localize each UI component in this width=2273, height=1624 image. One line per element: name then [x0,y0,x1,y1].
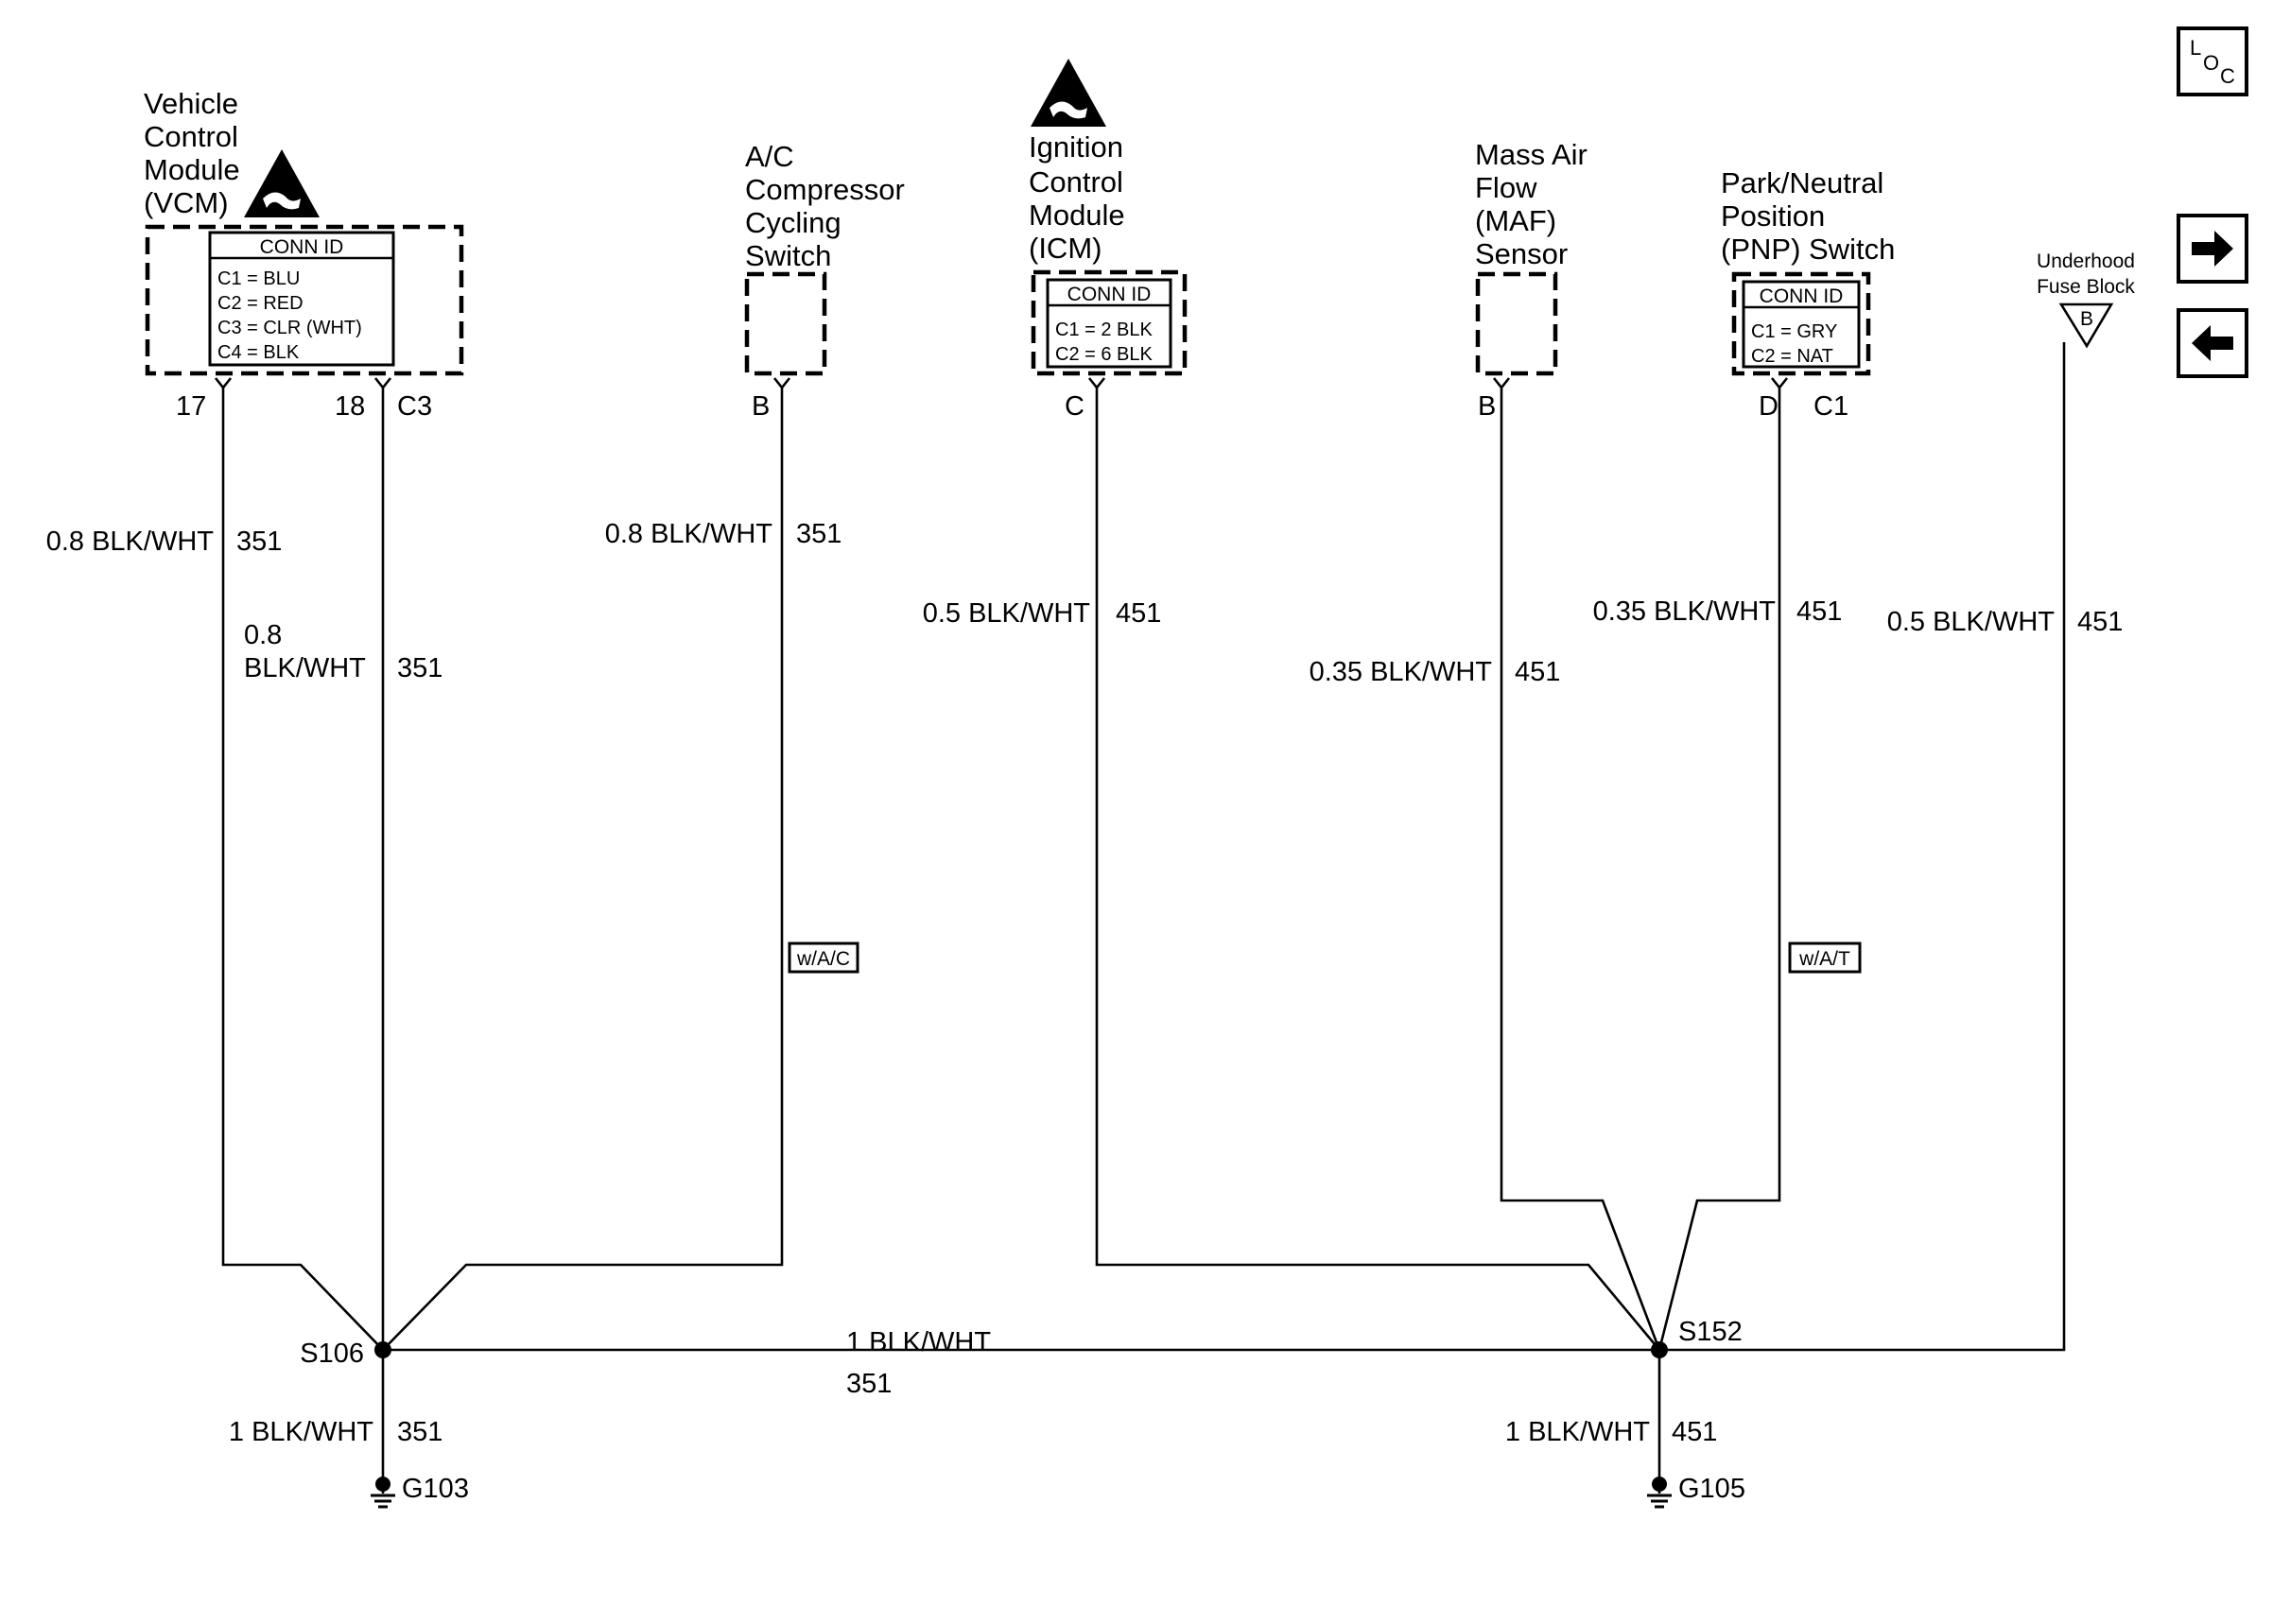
splice-s106-label: S106 [300,1339,364,1369]
wire-labels: 0.8 BLK/WHT 351 0.8 BLK/WHT 351 0.8 BLK/… [46,519,2124,1447]
wire-color: BLK/WHT [244,653,366,683]
vcm-component: Vehicle Control Module (VCM) CONN ID C1 … [144,87,464,422]
esd-warning-icon [244,149,320,217]
fuse-block-terminal-b: B [2080,308,2093,330]
pnp-component: Park/Neutral Position (PNP) Switch CONN … [1721,166,1895,422]
wire-circuit: 351 [236,527,282,557]
vcm-pin-17: 17 [176,391,206,422]
wire-gauge-color: 0.8 BLK/WHT [605,519,773,549]
icm-name-line1: Ignition [1029,130,1123,164]
splice-s152-label: S152 [1678,1317,1743,1347]
pnp-conn-row: C2 = NAT [1751,346,1833,367]
wire-circuit: 351 [397,653,442,683]
wire-circuit: 351 [796,519,842,549]
ac-pin-b: B [752,391,770,422]
maf-name-line2: Flow [1475,171,1537,204]
splice-s152: S152 [1651,1317,1743,1358]
bus-circuit: 351 [846,1369,892,1399]
wire-gauge-color: 0.5 BLK/WHT [1887,607,2056,637]
vcm-name-line3: Module [144,153,240,186]
ac-switch-component: A/C Compressor Cycling Switch B [744,140,905,422]
loc-letter: O [2203,51,2219,75]
wire-circuit: 351 [397,1417,442,1447]
location-icon: L O C [2190,36,2235,88]
pnp-name-line1: Park/Neutral [1721,166,1883,199]
bus-gauge-color: 1 BLK/WHT [846,1327,991,1357]
vcm-name-line1: Vehicle [144,87,238,120]
fuse-block-name-line1: Underhood [2037,251,2135,272]
pnp-name-line2: Position [1721,199,1825,233]
wire-gauge-color: 1 BLK/WHT [229,1417,373,1447]
icm-component: Ignition Control Module (ICM) CONN ID C1… [1029,59,1188,422]
ac-name-line3: Cycling [745,206,842,239]
fuse-block-name-line2: Fuse Block [2037,276,2135,298]
previous-page-button[interactable] [2177,308,2248,378]
ground-g105-label: G105 [1678,1474,1745,1504]
maf-name-line3: (MAF) [1475,204,1556,237]
wire-gauge-color: 1 BLK/WHT [1505,1417,1650,1447]
arrow-left-icon [2192,325,2233,361]
icm-name-line2: Control [1029,165,1123,199]
ground-g103: G103 [371,1474,469,1509]
vcm-conn-row: C1 = BLU [217,268,300,289]
pnp-conn-id-header: CONN ID [1760,285,1844,307]
arrow-right-icon [2192,231,2233,267]
ac-name-line2: Compressor [745,173,905,206]
ac-name-line4: Switch [745,239,831,272]
ground-icon [1647,1477,1672,1509]
option-tag-ac-label: w/A/C [796,948,850,970]
pnp-name-line3: (PNP) Switch [1721,233,1895,266]
wire-gauge-color: 0.8 BLK/WHT [46,527,215,557]
pin-fork-marks [214,377,1789,390]
ground-g103-label: G103 [402,1474,469,1504]
ground-g105: G105 [1647,1474,1745,1509]
wire-circuit: 451 [1116,598,1161,629]
wire-gauge-color: 0.35 BLK/WHT [1310,657,1493,687]
option-tag-at-label: w/A/T [1798,948,1850,970]
icm-conn-id-header: CONN ID [1067,284,1152,305]
maf-name-line4: Sensor [1475,237,1568,270]
wire-circuit: 451 [2077,607,2123,637]
vcm-conn-row: C3 = CLR (WHT) [217,318,362,338]
vcm-conn-id-header: CONN ID [260,236,344,258]
maf-pin-b: B [1478,391,1496,422]
wire-gauge-color: 0.35 BLK/WHT [1593,596,1777,627]
pnp-conn-row: C1 = GRY [1751,321,1837,342]
loc-letter: C [2220,64,2235,88]
vcm-name-line4: (VCM) [144,186,229,219]
wire-gauge: 0.8 [244,620,282,650]
wire-gauge-color: 0.5 BLK/WHT [923,598,1091,629]
pnp-connector-c1: C1 [1813,391,1848,422]
icm-pin-c: C [1065,391,1084,422]
maf-name-line1: Mass Air [1475,138,1588,171]
option-tag-ac: w/A/C [788,942,859,974]
icm-name-line3: Module [1029,199,1125,232]
splice-s106: S106 [300,1339,391,1369]
component-location-button[interactable]: L O C [2177,26,2248,96]
wire-circuit: 451 [1515,657,1560,687]
wire-network [221,342,2066,1494]
vcm-name-line2: Control [144,120,238,153]
wire-circuit: 451 [1796,596,1842,627]
vcm-connector-c3: C3 [397,391,432,422]
loc-letter: L [2190,36,2201,60]
ac-name-line1: A/C [745,140,794,173]
option-tag-at: w/A/T [1788,942,1862,974]
icm-conn-row: C1 = 2 BLK [1055,320,1154,340]
wire-circuit: 451 [1672,1417,1717,1447]
next-page-button[interactable] [2177,214,2248,284]
esd-warning-icon [1031,59,1106,127]
icm-conn-row: C2 = 6 BLK [1055,344,1154,365]
ground-icon [371,1477,395,1509]
icm-name-line4: (ICM) [1029,232,1102,265]
pnp-pin-d: D [1759,391,1778,422]
vcm-conn-row: C4 = BLK [217,342,300,363]
vcm-conn-row: C2 = RED [217,293,304,314]
fuse-block-component: Underhood Fuse Block B [2037,251,2135,349]
maf-component: Mass Air Flow (MAF) Sensor B [1475,138,1588,422]
vcm-pin-18: 18 [335,391,365,422]
